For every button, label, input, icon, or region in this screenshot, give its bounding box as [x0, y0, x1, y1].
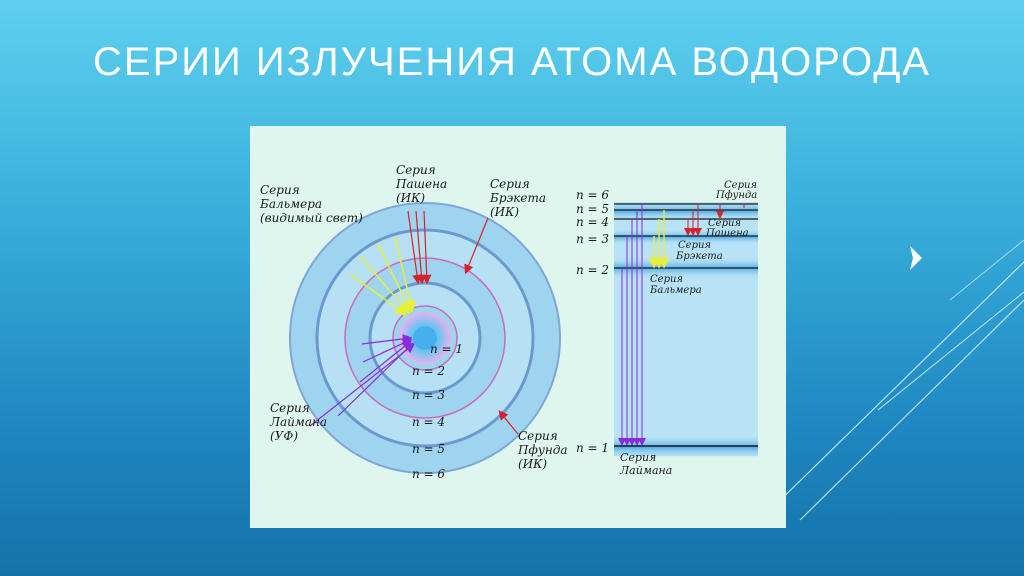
orbit-label-pfund: Серия Пфунда (ИК) — [517, 429, 567, 471]
level-diagram: n = 6 n = 5 n = 4 n = 3 n = 2 n = 1 Сери… — [576, 180, 758, 477]
svg-text:Пфунда: Пфунда — [517, 443, 567, 457]
orbit-label-n6: n = 6 — [412, 467, 445, 481]
orbit-lyman-arrows — [309, 334, 415, 427]
svg-text:(ИК): (ИК) — [518, 457, 547, 471]
slide-title: СЕРИИ ИЗЛУЧЕНИЯ АТОМА ВОДОРОДА — [93, 40, 931, 84]
orbit-label-paschen: Серия Пашена (ИК) — [395, 163, 447, 205]
orbit-diagram: n = 1 n = 2 n = 3 n = 4 n = 5 n = 6 Сери… — [259, 163, 567, 481]
svg-text:Серия: Серия — [490, 177, 530, 191]
level-label-paschen: Серия Пашена — [705, 218, 749, 239]
nucleus-core — [413, 326, 437, 350]
level-label-n1: n = 1 — [576, 441, 609, 455]
orbit-label-brackett: Серия Брэкета (ИК) — [489, 177, 546, 219]
level-label-pfund: Серия Пфунда — [715, 180, 757, 201]
orbit-label-lyman: Серия Лаймана (УФ) — [269, 401, 327, 443]
level-lyman-arrows — [618, 204, 646, 446]
orbit-label-balmer: Серия Бальмера (видимый свет) — [259, 183, 363, 225]
level-balmer-arrows — [648, 210, 670, 269]
svg-text:Серия: Серия — [518, 429, 558, 443]
svg-text:Серия: Серия — [678, 240, 711, 251]
svg-text:(видимый свет): (видимый свет) — [260, 211, 363, 225]
next-arrow-icon[interactable] — [910, 246, 922, 270]
orbit-label-n1: n = 1 — [430, 342, 463, 356]
svg-text:Серия: Серия — [620, 451, 656, 464]
svg-text:Серия: Серия — [260, 183, 300, 197]
svg-text:Пашена: Пашена — [705, 228, 749, 239]
svg-text:Пашена: Пашена — [395, 177, 447, 191]
level-label-n2: n = 2 — [576, 263, 609, 277]
orbit-label-n5: n = 5 — [412, 442, 445, 456]
svg-text:(ИК): (ИК) — [396, 191, 425, 205]
level-label-balmer: Серия Бальмера — [649, 274, 702, 296]
level-panel — [614, 202, 758, 456]
orbit-paschen-arrows — [407, 210, 432, 285]
svg-text:Брэкета: Брэкета — [489, 191, 546, 205]
svg-text:Серия: Серия — [724, 180, 757, 191]
level-label-n3: n = 3 — [576, 232, 609, 246]
orbit-brackett-arrow — [464, 217, 489, 275]
svg-text:(ИК): (ИК) — [490, 205, 519, 219]
svg-text:Лаймана: Лаймана — [619, 464, 672, 477]
hydrogen-series-figure: n = 1 n = 2 n = 3 n = 4 n = 5 n = 6 Сери… — [250, 126, 786, 528]
level-label-n4: n = 4 — [576, 215, 609, 229]
band-n1 — [614, 436, 758, 458]
band-n3 — [614, 230, 758, 244]
svg-text:Серия: Серия — [708, 218, 741, 229]
level-label-n5: n = 5 — [576, 202, 609, 216]
svg-text:Брэкета: Брэкета — [675, 251, 723, 262]
orbit-label-n2: n = 2 — [412, 364, 445, 378]
svg-text:Лаймана: Лаймана — [269, 415, 327, 429]
svg-text:Бальмера: Бальмера — [259, 197, 322, 211]
level-label-brackett: Серия Брэкета — [675, 240, 723, 262]
svg-text:Серия: Серия — [650, 274, 683, 285]
orbit-label-n3: n = 3 — [412, 388, 445, 402]
svg-text:Серия: Серия — [270, 401, 310, 415]
level-label-lyman: Серия Лаймана — [619, 451, 672, 477]
orbit-label-n4: n = 4 — [412, 415, 445, 429]
svg-text:Серия: Серия — [396, 163, 436, 177]
level-paschen-arrows — [684, 204, 702, 236]
svg-text:Бальмера: Бальмера — [649, 285, 702, 296]
svg-text:(УФ): (УФ) — [270, 429, 298, 443]
orbit-pfund-arrow — [498, 410, 519, 435]
orbit-balmer-arrows — [349, 235, 416, 316]
level-label-n6: n = 6 — [576, 188, 609, 202]
svg-text:Пфунда: Пфунда — [715, 190, 757, 201]
figure-svg: n = 1 n = 2 n = 3 n = 4 n = 5 n = 6 Сери… — [259, 163, 758, 481]
